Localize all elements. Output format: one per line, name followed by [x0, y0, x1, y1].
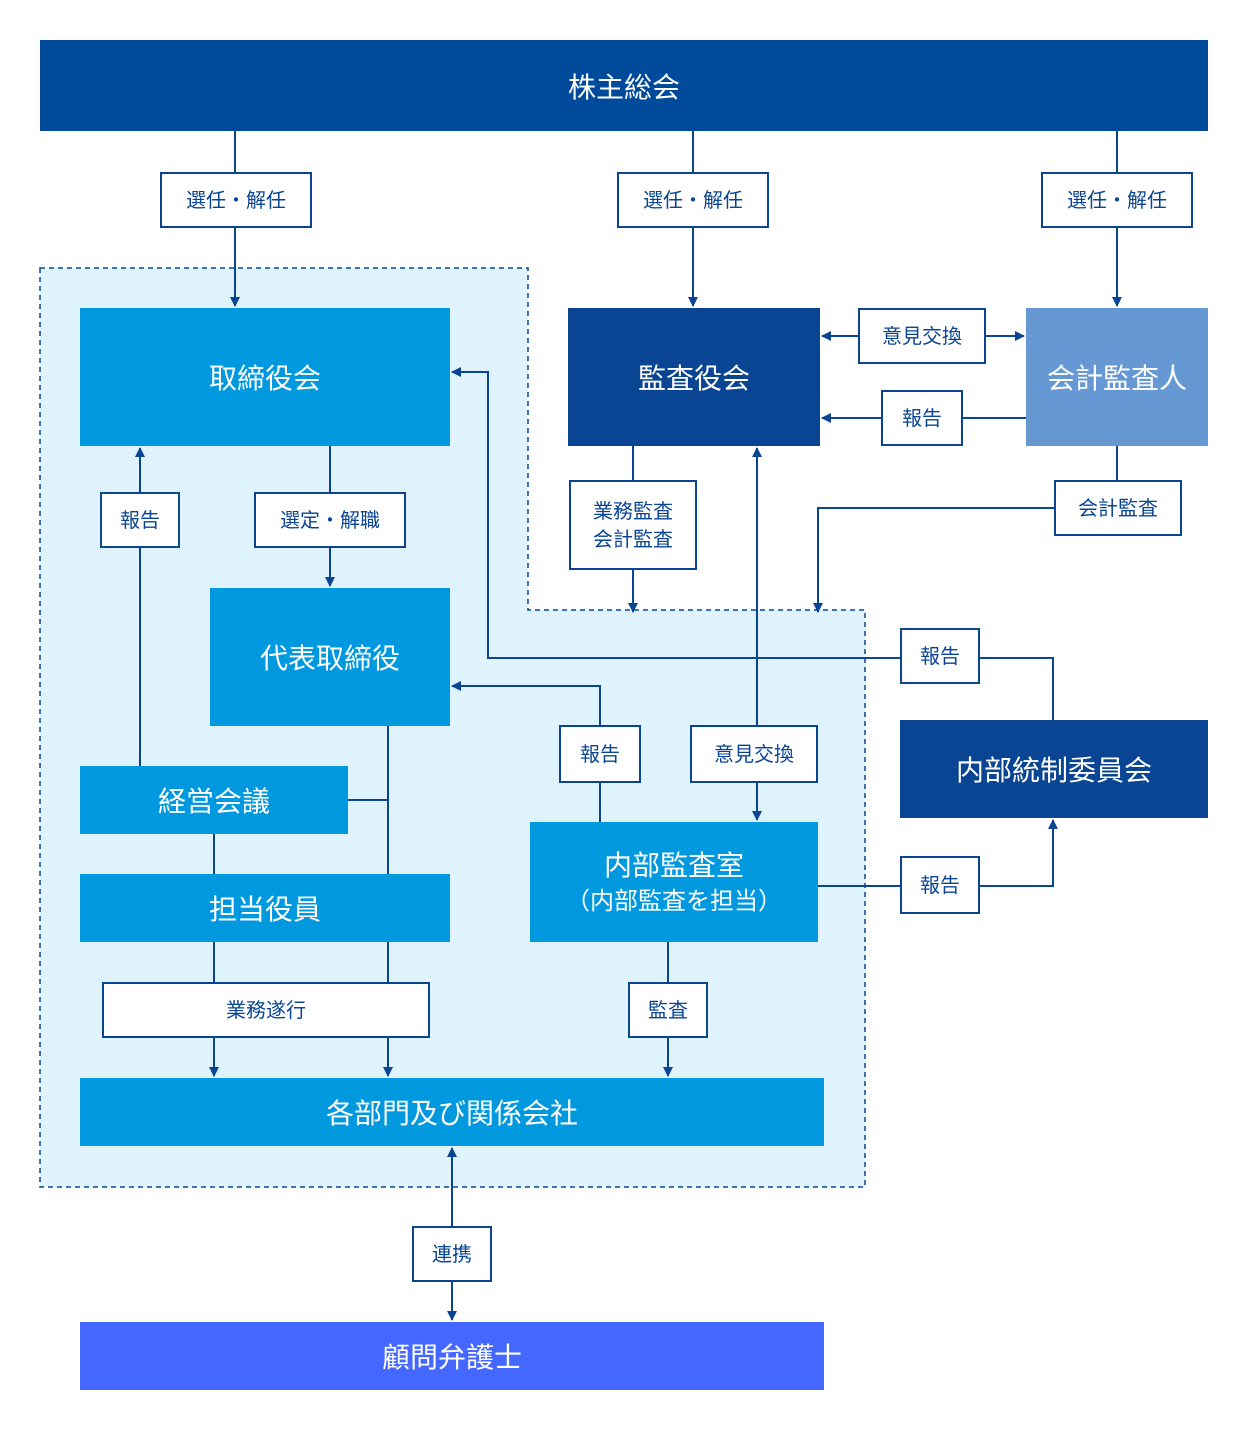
label-business-audit: 業務監査: [593, 499, 673, 523]
legal-advisor-box: 顧問弁護士: [80, 1322, 824, 1390]
arrow-committee-report-board: [451, 367, 1054, 720]
label-select-remove: 選定・解職: [254, 492, 406, 548]
internal-audit-office-note: （内部監査を担当）: [566, 886, 782, 915]
label-elect-dismiss-audit-board: 選任・解任: [617, 172, 769, 228]
officers-in-charge-box: 担当役員: [80, 874, 450, 942]
label-report-management: 報告: [100, 492, 180, 548]
arrow-accounting-audit: [813, 446, 1118, 613]
label-report-committee-to-board: 報告: [900, 628, 980, 684]
label-exchange-opinions-accountant: 意見交換: [858, 308, 986, 364]
internal-control-committee-box: 内部統制委員会: [900, 720, 1208, 818]
arrow-office-report-committee: [818, 819, 1058, 887]
label-exchange-opinions-audit-office: 意見交換: [690, 725, 818, 783]
shareholders-meeting-box: 株主総会: [40, 40, 1208, 131]
accounting-auditor-box: 会計監査人: [1026, 308, 1208, 446]
label-report-audit-office: 報告: [559, 725, 641, 783]
label-accounting-audit: 会計監査: [593, 527, 673, 551]
label-cooperation: 連携: [412, 1226, 492, 1282]
label-report-office-to-committee: 報告: [900, 856, 980, 914]
internal-audit-office-title: 内部監査室: [603, 848, 744, 882]
representative-director-box: 代表取締役: [210, 588, 450, 726]
internal-audit-office-box: 内部監査室 （内部監査を担当）: [530, 822, 818, 942]
label-accounting-audit-accountant: 会計監査: [1054, 480, 1182, 536]
label-report-accountant: 報告: [881, 390, 963, 446]
board-of-directors-box: 取締役会: [80, 308, 450, 446]
departments-affiliates-box: 各部門及び関係会社: [80, 1078, 824, 1146]
label-elect-dismiss-accountant: 選任・解任: [1041, 172, 1193, 228]
label-business-accounting-audit: 業務監査 会計監査: [569, 480, 697, 570]
management-meeting-box: 経営会議: [80, 766, 348, 834]
label-business-execution: 業務遂行: [102, 982, 430, 1038]
label-audit: 監査: [628, 982, 708, 1038]
audit-board-box: 監査役会: [568, 308, 820, 446]
label-elect-dismiss-board: 選任・解任: [160, 172, 312, 228]
